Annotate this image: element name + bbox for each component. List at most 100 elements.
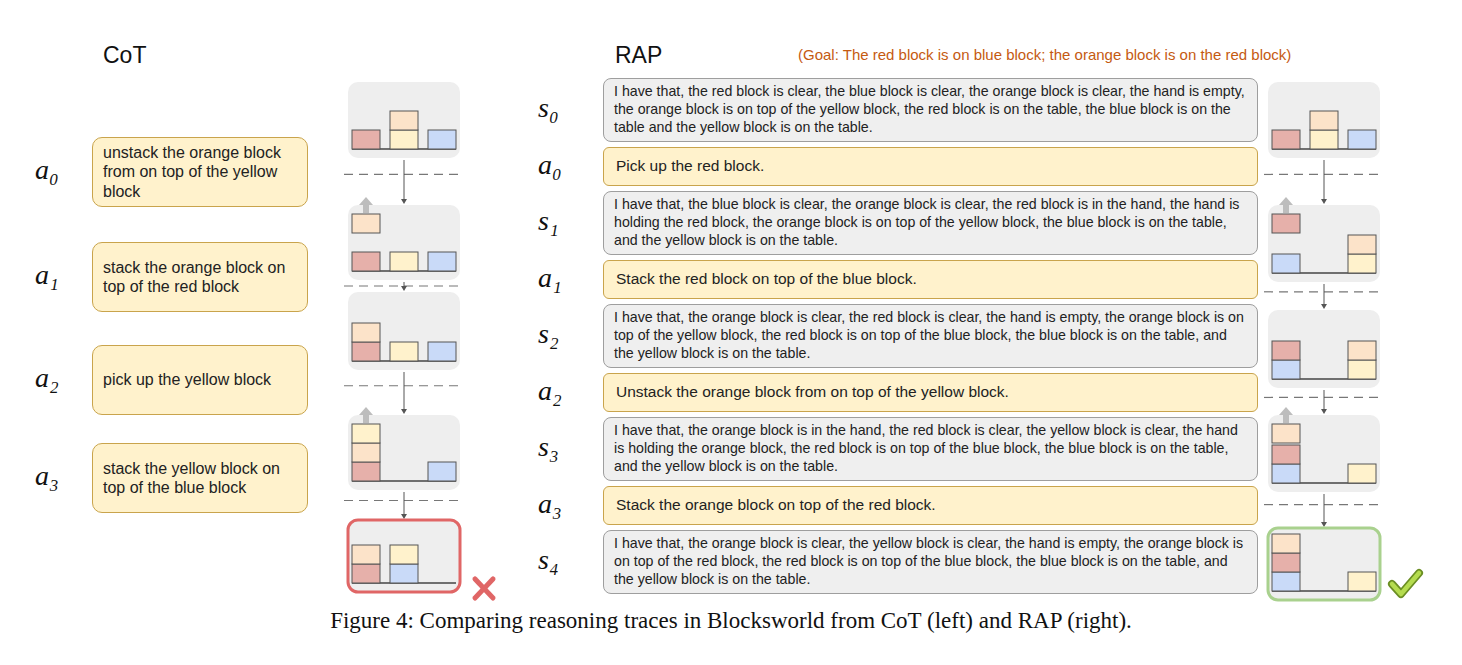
- block: [428, 130, 456, 149]
- block: [390, 545, 418, 564]
- node-text: I have that, the orange block is clear, …: [614, 535, 1247, 588]
- state-box: I have that, the blue block is clear, th…: [603, 191, 1258, 255]
- block: [1348, 130, 1376, 149]
- arrow-head: [1321, 304, 1327, 309]
- step-symbol: s₄: [538, 546, 559, 574]
- node-text: pick up the yellow block: [103, 370, 271, 389]
- success-mark: [1392, 573, 1419, 594]
- node-text: stack the yellow block on top of the blu…: [103, 459, 297, 497]
- node-text: unstack the orange block from on top of …: [103, 143, 297, 201]
- transition-arrow: [1324, 494, 1325, 524]
- block: [1348, 341, 1376, 360]
- block: [352, 214, 380, 233]
- node-text: stack the orange block on top of the red…: [103, 258, 297, 296]
- step-symbol: s₃: [538, 433, 559, 461]
- step-symbol: s₂: [538, 320, 559, 348]
- state-box: I have that, the orange block is in the …: [603, 417, 1258, 481]
- step-symbol: a₀: [35, 156, 59, 184]
- step-symbol: a₁: [35, 261, 59, 289]
- section-title: CoT: [103, 42, 146, 70]
- step-symbol: a₃: [538, 490, 562, 518]
- state-box: I have that, the orange block is clear, …: [603, 530, 1258, 594]
- action-box: Stack the orange block on top of the red…: [603, 486, 1258, 525]
- block: [428, 342, 456, 361]
- arrow-head: [1321, 199, 1327, 204]
- arrow-head: [401, 199, 407, 204]
- step-symbol: s₀: [538, 94, 559, 122]
- state-panel: [1268, 310, 1380, 388]
- block: [1272, 341, 1300, 360]
- block: [1310, 130, 1338, 149]
- action-box: unstack the orange block from on top of …: [92, 137, 308, 207]
- action-box: pick up the yellow block: [92, 345, 308, 415]
- arrow-head: [1321, 522, 1327, 527]
- block: [428, 252, 456, 271]
- block: [1272, 534, 1300, 553]
- arrow-head: [1321, 409, 1327, 414]
- transition-arrow: [404, 372, 405, 411]
- lift-arrow: [359, 197, 373, 213]
- node-text: I have that, the orange block is in the …: [614, 422, 1247, 475]
- state-panel: [1268, 528, 1380, 600]
- state-panel: [348, 205, 460, 280]
- block: [428, 462, 456, 481]
- step-symbol: a₂: [538, 377, 562, 405]
- block: [352, 130, 380, 149]
- transition-arrow: [404, 160, 405, 201]
- transition-arrow: [1324, 390, 1325, 411]
- step-symbol: a₁: [538, 264, 562, 292]
- step-symbol: a₀: [538, 151, 562, 179]
- node-text: I have that, the red block is clear, the…: [614, 83, 1247, 136]
- transition-arrow: [1324, 284, 1325, 306]
- state-panel: [348, 292, 460, 370]
- block: [390, 130, 418, 149]
- node-text: Stack the orange block on top of the red…: [616, 496, 936, 515]
- block: [352, 462, 380, 481]
- block: [1272, 130, 1300, 149]
- lift-arrow: [359, 407, 373, 423]
- fail-mark: [475, 579, 493, 598]
- node-text: Stack the red block on top of the blue b…: [616, 270, 917, 289]
- block: [1348, 254, 1376, 273]
- block: [390, 342, 418, 361]
- state-panel: [348, 82, 460, 158]
- block: [352, 564, 380, 583]
- state-panel: [1268, 205, 1380, 282]
- arrow-head: [401, 409, 407, 414]
- block: [352, 443, 380, 462]
- block: [1272, 214, 1300, 233]
- state-panel: [348, 520, 460, 592]
- block: [1348, 360, 1376, 379]
- block: [352, 252, 380, 271]
- state-box: I have that, the orange block is clear, …: [603, 304, 1258, 368]
- node-text: Pick up the red block.: [616, 157, 764, 176]
- goal-note: (Goal: The red block is on blue block; t…: [798, 46, 1291, 64]
- action-box: Unstack the orange block from on top of …: [603, 373, 1258, 412]
- state-panel: [1268, 415, 1380, 492]
- block: [1272, 464, 1300, 483]
- block: [1272, 445, 1300, 464]
- node-text: I have that, the blue block is clear, th…: [614, 196, 1247, 249]
- block: [1348, 572, 1376, 591]
- step-symbol: s₁: [538, 207, 559, 235]
- node-text: Unstack the orange block from on top of …: [616, 383, 1009, 402]
- block: [1272, 553, 1300, 572]
- fail-mark: [475, 579, 493, 598]
- section-title: RAP: [615, 42, 662, 70]
- state-box: I have that, the red block is clear, the…: [603, 78, 1258, 142]
- step-symbol: a₂: [35, 364, 59, 392]
- block: [1272, 424, 1300, 443]
- action-box: Pick up the red block.: [603, 147, 1258, 186]
- block: [1272, 572, 1300, 591]
- arrow-head: [401, 286, 407, 291]
- transition-arrow: [1324, 160, 1325, 201]
- block: [390, 111, 418, 130]
- figure-caption: Figure 4: Comparing reasoning traces in …: [0, 608, 1462, 634]
- block: [1310, 111, 1338, 130]
- block: [352, 342, 380, 361]
- lift-arrow: [1279, 407, 1293, 423]
- block: [1348, 235, 1376, 254]
- block: [1272, 254, 1300, 273]
- block: [352, 424, 380, 443]
